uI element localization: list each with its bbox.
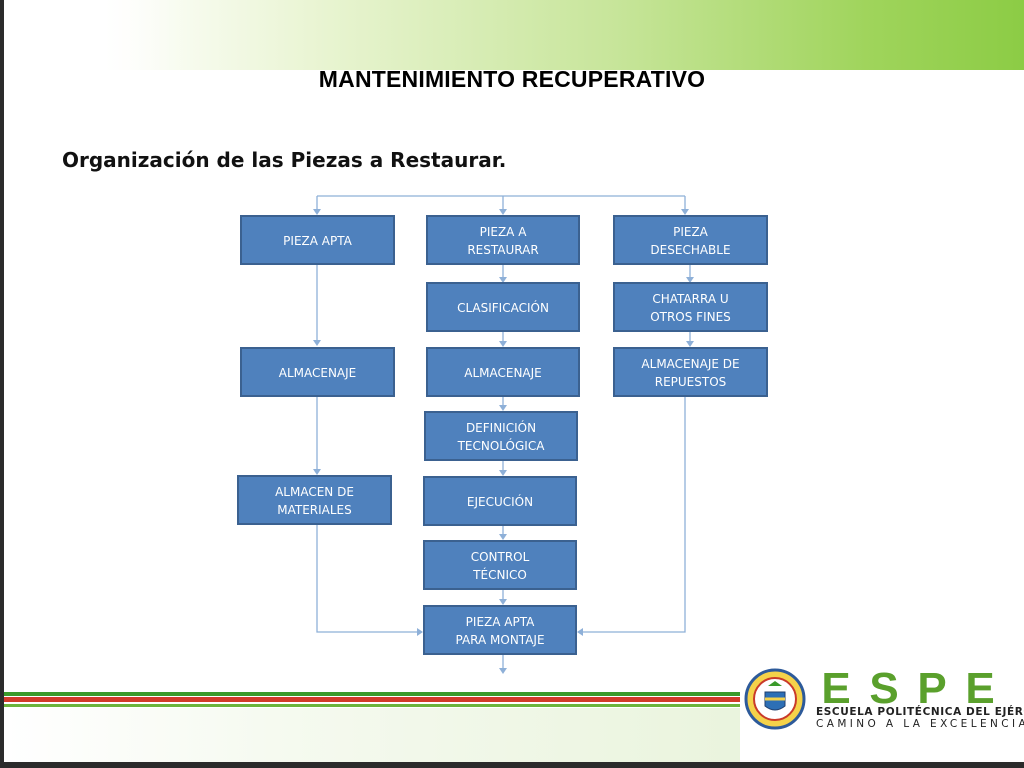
node-text: RESTAURAR xyxy=(467,243,538,257)
slide-frame-bottom xyxy=(0,762,1024,768)
arrowhead-definicion xyxy=(499,405,507,411)
node-text: TECNOLÓGICA xyxy=(457,438,546,453)
logo-motto: CAMINO A LA EXCELENCIA xyxy=(816,718,1024,730)
arrowhead-left-materiales xyxy=(313,469,321,475)
arrowhead-repuestos xyxy=(686,341,694,347)
node-ejecucion: EJECUCIÓN xyxy=(423,476,577,526)
logo-letter: E xyxy=(821,664,851,713)
connectors xyxy=(316,195,691,670)
arrowhead-control xyxy=(499,534,507,540)
node-text: TÉCNICO xyxy=(472,567,527,582)
logo-institution-name: ESCUELA POLITÉCNICA DEL EJÉRCITO xyxy=(816,706,1024,718)
node-text: ALMACENAJE xyxy=(464,366,542,380)
arrowheads xyxy=(313,209,694,674)
footer-stripe-green-top xyxy=(4,692,740,696)
node-pieza-apta: PIEZA APTA xyxy=(240,215,395,265)
arrowhead-clasificacion xyxy=(499,277,507,283)
slide-subtitle: Organización de las Piezas a Restaurar. xyxy=(62,148,507,172)
node-text: CLASIFICACIÓN xyxy=(457,300,549,315)
arrowhead-left-top xyxy=(313,209,321,215)
arrowhead-almacenaje-center xyxy=(499,341,507,347)
node-text: PIEZA A xyxy=(480,225,528,239)
logo-letter: S xyxy=(869,664,899,713)
node-control: CONTROL TÉCNICO xyxy=(423,540,577,590)
node-text: DEFINICIÓN xyxy=(466,420,536,435)
logo-letter: E xyxy=(965,664,995,713)
node-text: CHATARRA U xyxy=(652,292,728,306)
footer-stripe-green-bottom xyxy=(4,704,740,707)
node-text: PIEZA APTA xyxy=(283,234,352,248)
arrowhead-ejecucion xyxy=(499,470,507,476)
node-text: ALMACENAJE xyxy=(279,366,357,380)
node-pieza-desechable: PIEZA DESECHABLE xyxy=(613,215,768,265)
arrowhead-chatarra xyxy=(686,277,694,283)
node-text: CONTROL xyxy=(471,550,530,564)
node-almacenaje-center: ALMACENAJE xyxy=(426,347,580,397)
connector-repuestos-to-montaje xyxy=(581,396,686,633)
arrowhead-left-montaje xyxy=(417,628,423,636)
header-fade xyxy=(4,0,184,70)
arrowhead-center-top xyxy=(499,209,507,215)
node-text: PIEZA APTA xyxy=(466,615,535,629)
node-chatarra: CHATARRA U OTROS FINES xyxy=(613,282,768,332)
node-text: OTROS FINES xyxy=(650,310,731,324)
footer-stripe-fade xyxy=(4,708,740,762)
node-text: PARA MONTAJE xyxy=(455,633,544,647)
logo-letter: P xyxy=(917,664,947,713)
footer-stripe-red xyxy=(4,697,740,702)
node-pieza-montaje: PIEZA APTA PARA MONTAJE xyxy=(423,605,577,655)
node-text: ALMACENAJE DE xyxy=(641,357,739,371)
node-clasificacion: CLASIFICACIÓN xyxy=(426,282,580,332)
arrowhead-right-montaje xyxy=(577,628,583,636)
slide-title: MANTENIMIENTO RECUPERATIVO xyxy=(318,66,706,92)
node-text: REPUESTOS xyxy=(655,375,727,389)
arrowhead-montaje xyxy=(499,599,507,605)
connector-materiales-to-montaje xyxy=(316,524,419,633)
node-text: DESECHABLE xyxy=(650,243,730,257)
node-text: PIEZA xyxy=(673,225,709,239)
seal-icon xyxy=(744,668,806,730)
node-text: EJECUCIÓN xyxy=(467,494,533,509)
node-pieza-a-restaurar: PIEZA A RESTAURAR xyxy=(426,215,580,265)
node-text: ALMACEN DE xyxy=(275,485,354,499)
arrowhead-right-top xyxy=(681,209,689,215)
arrowhead-montaje-out xyxy=(499,668,507,674)
node-almacen-materiales: ALMACEN DE MATERIALES xyxy=(237,475,392,525)
node-definicion: DEFINICIÓN TECNOLÓGICA xyxy=(424,411,578,461)
node-almacenaje-repuestos: ALMACENAJE DE REPUESTOS xyxy=(613,347,768,397)
node-almacenaje-left: ALMACENAJE xyxy=(240,347,395,397)
arrowhead-left-almacenaje xyxy=(313,340,321,346)
slide-frame-left xyxy=(0,0,4,768)
node-text: MATERIALES xyxy=(277,503,352,517)
